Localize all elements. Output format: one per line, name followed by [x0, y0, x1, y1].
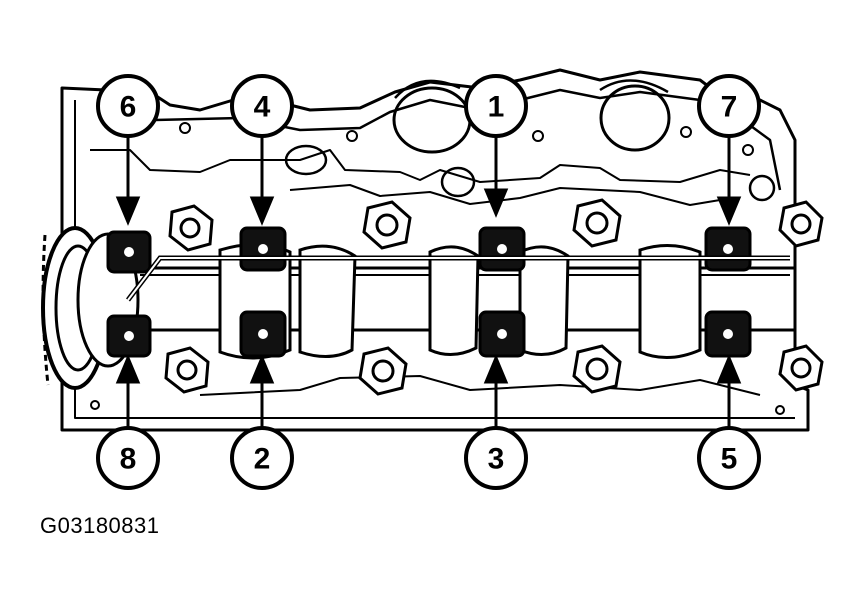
- callout-label: 5: [721, 443, 738, 476]
- callout-label: 7: [721, 91, 738, 124]
- callout-label: 3: [488, 443, 505, 476]
- callout-1: 1: [464, 74, 528, 138]
- figure-code: G03180831: [40, 513, 160, 538]
- callout-7: 7: [697, 74, 761, 138]
- callout-4: 4: [230, 74, 294, 138]
- callout-label: 4: [254, 91, 271, 124]
- callout-arrows: [115, 136, 742, 434]
- callout-3: 3: [464, 426, 528, 490]
- callout-2: 2: [230, 426, 294, 490]
- callout-6: 6: [96, 74, 160, 138]
- oil-feed-tube: [126, 255, 790, 302]
- callout-label: 6: [120, 91, 137, 124]
- callout-label: 2: [254, 443, 271, 476]
- hex-bolts: [164, 198, 824, 396]
- callout-8: 8: [96, 426, 160, 490]
- callout-label: 8: [120, 443, 137, 476]
- callout-label: 1: [488, 91, 505, 124]
- callout-5: 5: [697, 426, 761, 490]
- camshaft: [41, 226, 797, 390]
